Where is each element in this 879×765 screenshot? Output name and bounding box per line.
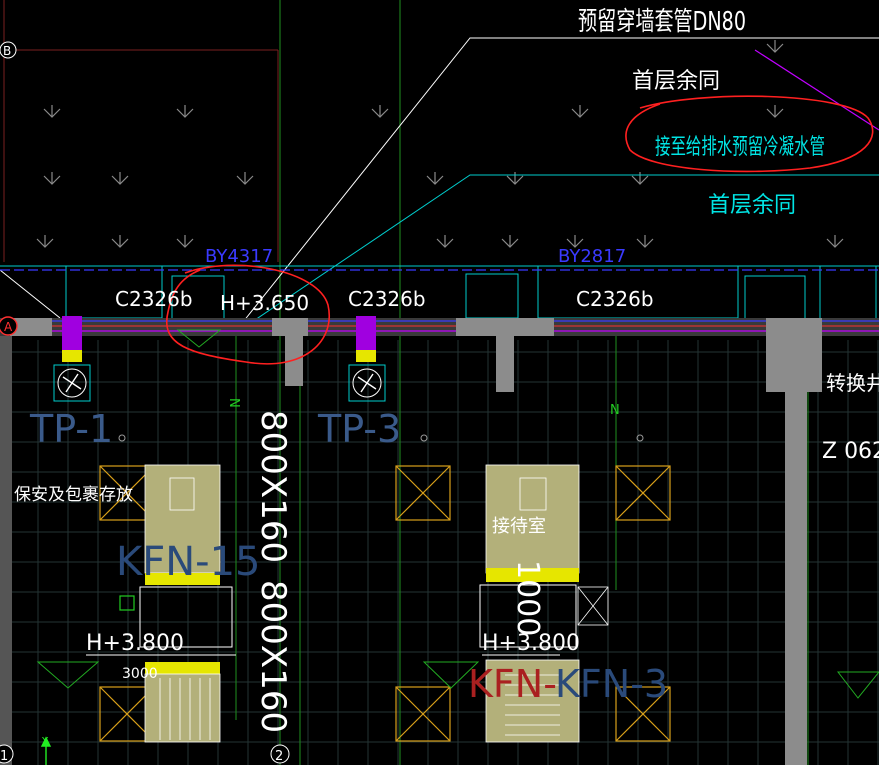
wall-band-axis-a [0,318,879,336]
outlet-markers [118,434,644,442]
valve-icon [119,595,135,611]
unit-label-2: C2326b [348,287,426,311]
exhaust-fan-icon[interactable] [348,364,386,402]
beam-label-1: BY4317 [205,246,273,267]
elevation-label-3: H+3.800 [482,631,580,656]
duct-size-label-1: 800X160 [253,410,293,563]
elevation-label-2: H+3.800 [86,631,184,656]
duct-size-label-3: 1000 [510,560,545,636]
leader-lines [0,37,879,323]
same-first-floor-note-2: 首层余同 [708,193,796,218]
fan-coil-unit-kfn15[interactable] [139,464,233,743]
ucs-icon [40,736,52,765]
axis-bubble-1 [0,744,14,764]
level-markers [36,329,879,699]
unit-label-3: C2326b [576,287,654,311]
review-markup [165,95,874,365]
axis-n-label-2: N [610,403,620,418]
kfn15-label: KFN-15 [116,539,261,585]
exhaust-fan-icon[interactable] [53,364,91,402]
axis-1-label: 1 [0,749,8,764]
duct-size-label-2: 800X160 [253,580,293,733]
axis-2-label: 2 [275,749,283,764]
kfn3-echo-label: KFN- [468,662,557,706]
elevation-label-1: H+3.650 [220,291,309,315]
supply-diffuser-arrows [36,40,844,248]
tp1-label: TP-1 [29,407,113,451]
axis-bubble-2 [270,744,290,764]
pipe-diagonal [754,49,879,131]
axis-b-label: B [3,44,11,58]
axis-n-label-1: N [226,398,241,408]
tp3-label: TP-3 [317,407,401,451]
access-panel-icon [615,465,671,521]
sleeve-note: 预留穿墙套管DN80 [578,7,746,37]
unit-label-1: C2326b [115,287,193,311]
same-first-floor-note: 首层余同 [632,69,720,94]
room-reception-label: 接待室 [492,516,546,537]
axis-grid-lines [279,0,809,765]
partial-code-label: Z 062 [822,439,879,464]
pipe-riser-1 [62,316,82,362]
dimension-3000: 3000 [122,666,158,682]
kfn3-label: KFN-3 [555,662,668,706]
axis-y-label: Y [41,736,49,747]
beam-label-2: BY2817 [558,246,626,267]
transfer-well-label: 转换井 [826,371,879,395]
axis-bubble-a [0,316,18,336]
room-security-label: 保安及包裹存放 [14,485,133,505]
duct-centerlines [235,336,617,765]
access-panel-icon [395,465,451,521]
axis-a-label: A [4,320,13,334]
pipe-riser-2 [356,316,376,362]
access-panel-icon [615,686,671,742]
axis-bubble-b [0,41,17,59]
condensate-note: 接至给排水预留冷凝水管 [655,135,825,160]
fan-coil-unit-kfn3[interactable] [479,464,609,743]
access-panel-icon [395,686,451,742]
structural-columns [0,318,822,765]
